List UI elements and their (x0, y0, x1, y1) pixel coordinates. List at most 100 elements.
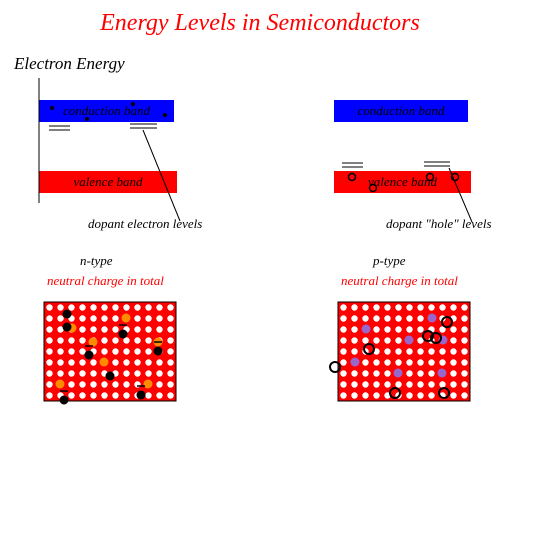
lattice-atom (134, 370, 141, 377)
free-electron (118, 329, 128, 339)
lattice-atom (112, 359, 119, 366)
lattice-atom (373, 370, 380, 377)
donor-ion (143, 379, 153, 389)
lattice-atom (384, 359, 391, 366)
p-conduction-band-label: conduction band (357, 103, 445, 118)
lattice-atom (46, 326, 53, 333)
lattice-atom (145, 359, 152, 366)
lattice-atom (450, 348, 457, 355)
energy-axis-label: Electron Energy (14, 54, 125, 73)
free-electron (84, 350, 94, 360)
lattice-atom (123, 304, 130, 311)
lattice-atom (156, 326, 163, 333)
n-dopant-caption: dopant electron levels (88, 216, 203, 231)
lattice-atom (112, 304, 119, 311)
lattice-atom (384, 304, 391, 311)
lattice-atom (112, 337, 119, 344)
lattice-atom (145, 304, 152, 311)
lattice-atom (134, 315, 141, 322)
lattice-atom (156, 359, 163, 366)
lattice-atom (123, 337, 130, 344)
lattice-atom (417, 337, 424, 344)
donor-ion (99, 357, 109, 367)
hole (363, 343, 375, 355)
lattice-atom (428, 359, 435, 366)
lattice-atom (362, 370, 369, 377)
lattice-atom (406, 348, 413, 355)
donor-ion (88, 337, 98, 347)
lattice-atom (112, 392, 119, 399)
lattice-atom (450, 381, 457, 388)
n-type-label: n-type (80, 253, 113, 268)
lattice-atom (167, 348, 174, 355)
lattice-atom (156, 370, 163, 377)
lattice-atom (46, 348, 53, 355)
lattice-atom (340, 326, 347, 333)
p-type-lattice (337, 301, 471, 402)
lattice-atom (395, 304, 402, 311)
p-valence-band-label: valence band (368, 174, 437, 189)
acceptor-ion (393, 368, 403, 378)
lattice-atom (112, 381, 119, 388)
lattice-atom (134, 348, 141, 355)
lattice-atom (384, 337, 391, 344)
lattice-atom (450, 392, 457, 399)
lattice-atom (417, 392, 424, 399)
p-valence-band: valence band (334, 171, 471, 193)
lattice-atom (145, 392, 152, 399)
lattice-atom (68, 381, 75, 388)
n-conduction-band: conduction band (39, 100, 174, 122)
lattice-atom (156, 315, 163, 322)
acceptor-ion (350, 357, 360, 367)
lattice-atom (79, 337, 86, 344)
lattice-atom (461, 337, 468, 344)
lattice-atom (417, 381, 424, 388)
hole (422, 330, 434, 342)
lattice-atom (112, 326, 119, 333)
lattice-atom (461, 370, 468, 377)
hole (329, 361, 341, 373)
lattice-atom (57, 304, 64, 311)
acceptor-ion (427, 313, 437, 323)
lattice-atom (417, 326, 424, 333)
lattice-atom (406, 359, 413, 366)
lattice-atom (112, 315, 119, 322)
p-neutral-label: neutral charge in total (341, 273, 458, 288)
lattice-atom (450, 370, 457, 377)
lattice-atom (450, 337, 457, 344)
lattice-atom (68, 392, 75, 399)
lattice-atom (362, 304, 369, 311)
hole (430, 332, 442, 344)
n-conduction-band-label: conduction band (62, 103, 150, 118)
lattice-atom (362, 315, 369, 322)
lattice-atom (68, 304, 75, 311)
acceptor-ion (437, 368, 447, 378)
lattice-atom (395, 348, 402, 355)
acceptor-ion (361, 324, 371, 334)
lattice-atom (362, 359, 369, 366)
lattice-atom (373, 337, 380, 344)
lattice-atom (373, 359, 380, 366)
lattice-atom (101, 304, 108, 311)
lattice-atom (57, 348, 64, 355)
lattice-atom (46, 370, 53, 377)
lattice-atom (46, 315, 53, 322)
lattice-atom (46, 304, 53, 311)
lattice-atom (417, 304, 424, 311)
lattice-atom (461, 381, 468, 388)
conduction-electron (131, 102, 135, 106)
free-electron (105, 371, 115, 381)
lattice-atom (384, 326, 391, 333)
lattice-atom (428, 348, 435, 355)
lattice-atom (373, 315, 380, 322)
donor-ion (121, 313, 131, 323)
lattice-atom (101, 315, 108, 322)
lattice-atom (461, 304, 468, 311)
lattice-atom (384, 381, 391, 388)
lattice-atom (406, 381, 413, 388)
lattice-atom (145, 370, 152, 377)
lattice-atom (156, 381, 163, 388)
lattice-atom (373, 326, 380, 333)
p-type-label: p-type (373, 253, 406, 268)
lattice-atom (145, 315, 152, 322)
